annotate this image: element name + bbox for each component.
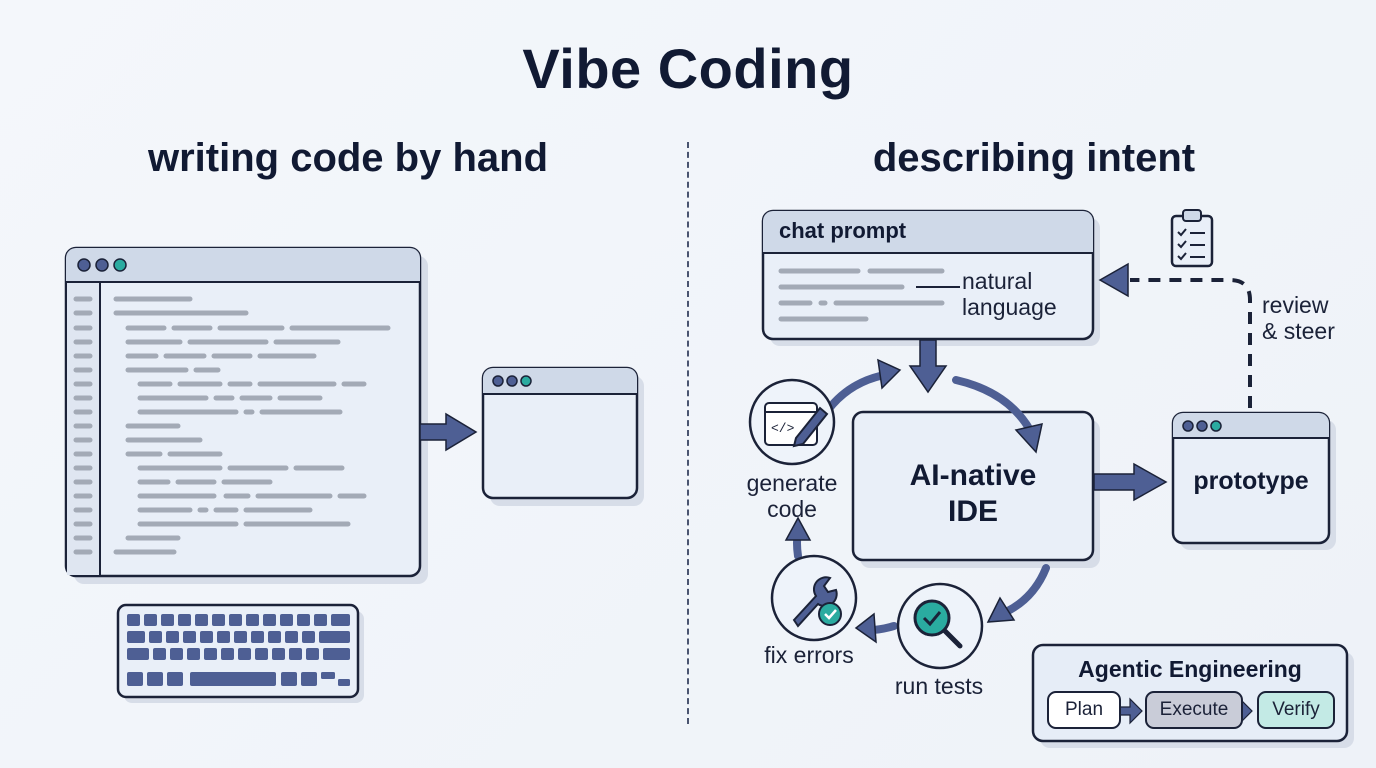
review-line-2: & steer	[1262, 318, 1335, 344]
window-dot-icon	[113, 258, 127, 272]
right-illustration: </>	[748, 209, 1354, 748]
generate-code-label: generate code	[732, 470, 852, 522]
arrow-head-icon	[784, 516, 812, 541]
chat-prompt-header: chat prompt	[779, 218, 907, 243]
wrench-icon	[770, 554, 858, 642]
clipboard-icon	[1170, 209, 1214, 268]
ide-label-line-2: IDE	[947, 495, 998, 528]
code-editor-icon: </>	[748, 378, 836, 466]
review-line-1: review	[1262, 292, 1329, 318]
arrow-down-icon	[908, 339, 948, 394]
window-dot-icon	[1182, 420, 1194, 432]
window-dot-icon	[506, 375, 518, 387]
ide-label-line-1: AI-native	[909, 459, 1037, 492]
chat-prompt-box	[761, 209, 1100, 346]
run-tests-label: run tests	[894, 673, 984, 699]
window-dot-icon	[1210, 420, 1222, 432]
output-window	[481, 366, 644, 506]
step-verify: Verify	[1257, 691, 1335, 729]
generate-line-2: code	[767, 496, 817, 522]
window-dot-icon	[520, 375, 532, 387]
arrow-right-icon	[419, 412, 478, 452]
arrow-head-icon	[986, 596, 1016, 623]
arrow-left-icon	[1098, 262, 1129, 298]
page-title: Vibe Coding	[522, 37, 854, 100]
magnifier-check-icon	[896, 582, 984, 670]
prototype-window	[1171, 411, 1336, 550]
arrow-right-icon	[1093, 462, 1168, 502]
annotation-line-1: natural	[962, 268, 1033, 294]
generate-line-1: generate	[746, 470, 838, 496]
arrow-head-icon	[877, 358, 902, 390]
window-dot-icon	[77, 258, 91, 272]
ide-label: AI-native IDE	[853, 458, 1093, 530]
left-heading: writing code by hand	[147, 136, 549, 180]
fix-errors-label: fix errors	[764, 642, 854, 668]
agentic-title: Agentic Engineering	[1078, 656, 1302, 682]
natural-language-label: natural language	[962, 268, 1082, 320]
window-dot-icon	[95, 258, 109, 272]
arrow-head-icon	[854, 612, 877, 644]
svg-text:</>: </>	[771, 421, 795, 436]
step-execute: Execute	[1145, 691, 1243, 729]
step-plan: Plan	[1047, 691, 1121, 729]
code-lines	[73, 296, 391, 555]
window-dot-icon	[1196, 420, 1208, 432]
right-heading: describing intent	[872, 136, 1196, 180]
left-illustration	[64, 246, 644, 703]
review-steer-label: review & steer	[1262, 292, 1362, 344]
prototype-label: prototype	[1193, 467, 1309, 495]
arrow-head-icon	[1014, 423, 1043, 454]
column-divider	[687, 142, 689, 724]
agentic-engineering-panel: Agentic Engineering Plan Execute Verify	[1033, 645, 1347, 741]
window-dot-icon	[492, 375, 504, 387]
code-editor-window	[64, 246, 428, 584]
keyboard-icon	[116, 603, 364, 703]
annotation-line-2: language	[962, 294, 1057, 320]
